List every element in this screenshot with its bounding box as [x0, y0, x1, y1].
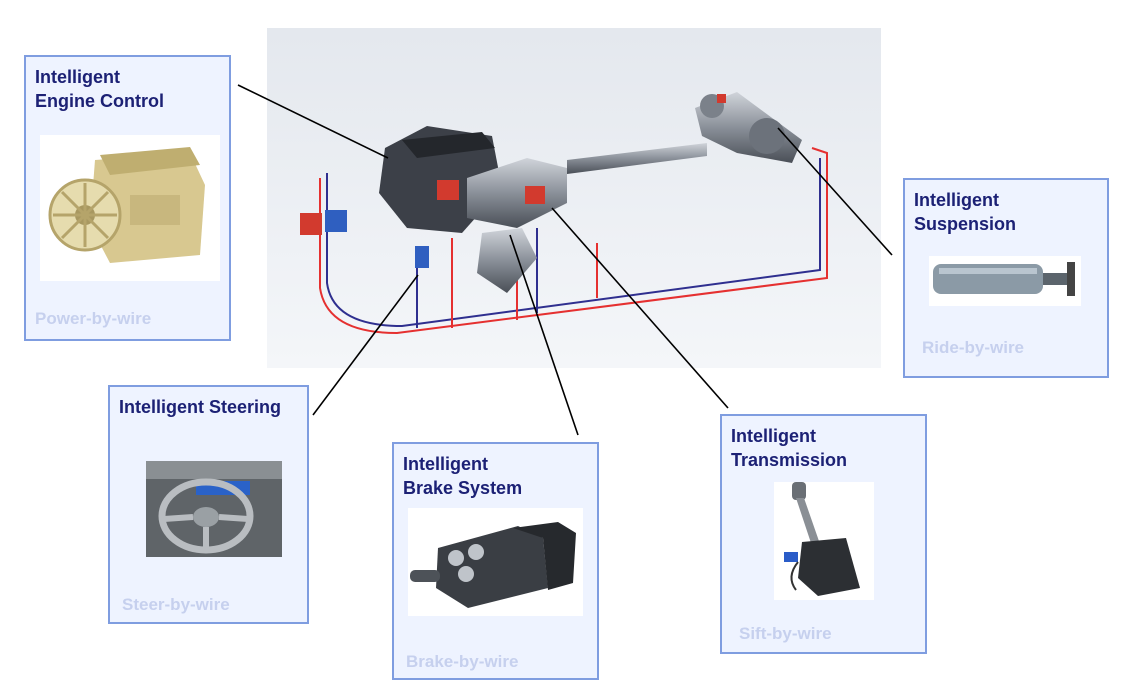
- air-spring-cylinder-icon: [929, 256, 1081, 306]
- engine-block-icon: [40, 135, 220, 281]
- suspension-card: Intelligent Suspension Ride-by-wire: [903, 178, 1109, 378]
- transmission-subtitle: Sift-by-wire: [739, 624, 832, 643]
- suspension-title: Intelligent Suspension: [914, 190, 1017, 234]
- brake-system-card: Intelligent Brake System Brake-by-wire: [392, 442, 599, 680]
- engine-unit: [379, 126, 567, 293]
- steering-subtitle: Steer-by-wire: [122, 595, 230, 614]
- engine-control-title: Intelligent Engine Control: [35, 67, 164, 111]
- gear-shift-lever-icon: [774, 482, 874, 600]
- steering-title: Intelligent Steering: [119, 397, 282, 417]
- engine-control-subtitle: Power-by-wire: [35, 309, 152, 328]
- brake-system-subtitle: Brake-by-wire: [406, 652, 519, 671]
- brake-valve-icon: [408, 508, 583, 616]
- steering-card: Intelligent Steering Steer-by-wire: [108, 385, 309, 624]
- engine-control-card: Intelligent Engine Control Power-by-wire: [24, 55, 231, 341]
- rear-axle: [695, 92, 802, 163]
- steering-wheel-icon: [146, 461, 282, 557]
- suspension-subtitle: Ride-by-wire: [922, 338, 1025, 357]
- transmission-card: Intelligent Transmission Sift-by-wire: [720, 414, 927, 654]
- transmission-title: Intelligent Transmission: [731, 426, 848, 470]
- drivetrain-illustration: [267, 28, 881, 368]
- brake-system-title: Intelligent Brake System: [403, 454, 523, 498]
